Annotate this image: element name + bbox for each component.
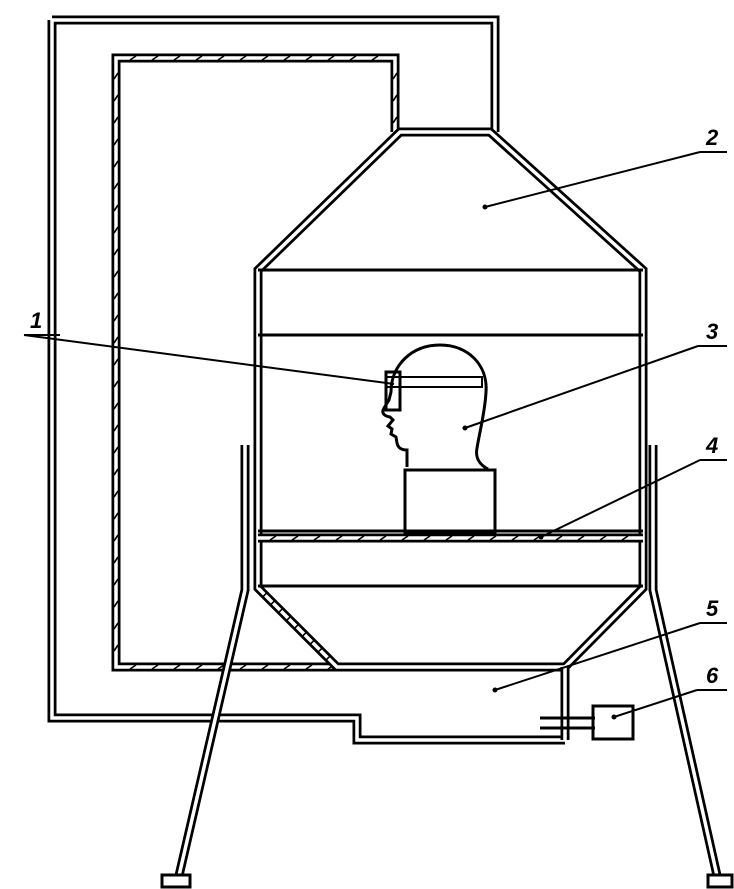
hatch-stroke — [261, 591, 268, 598]
hatch-stroke — [113, 292, 119, 300]
head-form — [381, 343, 497, 534]
support-legs — [160, 445, 734, 889]
hatch-stroke — [113, 446, 119, 454]
hatch-stroke — [277, 607, 284, 614]
hatch-stroke — [317, 647, 324, 654]
label-4: 4 — [705, 433, 718, 458]
hatch-stroke — [113, 160, 119, 168]
hatch-stroke — [599, 535, 607, 541]
hatch-stroke — [113, 468, 119, 476]
hatch-stroke — [113, 94, 119, 102]
hatch-stroke — [489, 535, 497, 541]
hatch-stroke — [113, 622, 119, 630]
hatch-stroke — [371, 55, 379, 61]
hatch-stroke — [305, 664, 313, 670]
hatch-stroke — [151, 664, 159, 670]
hatch-stroke — [195, 55, 203, 61]
hatch-stroke — [467, 535, 475, 541]
hatch-stroke — [113, 204, 119, 212]
label-1: 1 — [30, 308, 42, 333]
hatch-stroke — [269, 599, 276, 606]
head-pedestal — [403, 468, 497, 534]
grid-plate — [258, 533, 643, 543]
label-6: 6 — [706, 663, 719, 688]
hatch-stroke — [113, 556, 119, 564]
hatch-stroke — [113, 534, 119, 542]
hatch-stroke — [113, 226, 119, 234]
hatch-stroke — [621, 535, 629, 541]
leader-lines — [23, 151, 727, 720]
hatch-stroke — [293, 623, 300, 630]
chamber-partitions — [258, 268, 643, 588]
hatch-stroke — [113, 644, 119, 652]
hatch-stroke — [327, 55, 335, 61]
label-3: 3 — [706, 319, 718, 344]
hatch-stroke — [261, 664, 269, 670]
hatch-stroke — [379, 535, 387, 541]
hatch-stroke — [113, 336, 119, 344]
label-5: 5 — [706, 596, 719, 621]
hatch-stroke — [392, 72, 398, 80]
hatch-stroke — [173, 55, 181, 61]
hatch-stroke — [217, 55, 225, 61]
label-2: 2 — [705, 125, 719, 150]
hatch-stroke — [113, 380, 119, 388]
hatch-stroke — [324, 654, 332, 662]
hatch-stroke — [113, 512, 119, 520]
hatch-stroke — [555, 535, 563, 541]
hatch-stroke — [113, 116, 119, 124]
outer-duct — [47, 15, 565, 745]
hatch-stroke — [151, 55, 159, 61]
hatch-stroke — [577, 535, 585, 541]
hatch-stroke — [305, 55, 313, 61]
hatch-stroke — [261, 55, 269, 61]
hatch-stroke — [113, 402, 119, 410]
hatch-stroke — [113, 248, 119, 256]
hatch-stroke — [291, 535, 299, 541]
hatch-stroke — [349, 55, 357, 61]
hatch-stroke — [239, 664, 247, 670]
hatch-stroke — [113, 424, 119, 432]
hatch-stroke — [401, 535, 409, 541]
fan-box — [591, 704, 635, 741]
hatch-stroke — [113, 314, 119, 322]
hatch-stroke — [283, 664, 291, 670]
hatch-stroke — [113, 600, 119, 608]
hatch-stroke — [195, 664, 203, 670]
hatch-stroke — [357, 535, 365, 541]
hatch-stroke — [445, 535, 453, 541]
outlet-pipe — [540, 667, 595, 740]
hatch-stroke — [129, 55, 137, 61]
hatch-stroke — [113, 490, 119, 498]
hatch-stroke — [335, 535, 343, 541]
hatch-stroke — [113, 182, 119, 190]
hatch-stroke — [392, 94, 398, 102]
hatch-stroke — [113, 72, 119, 80]
hatch-stroke — [423, 535, 431, 541]
funnel-hatching — [261, 591, 332, 662]
hatch-stroke — [129, 664, 137, 670]
head-silhouette — [381, 343, 489, 471]
hatch-stroke — [301, 631, 308, 638]
hatch-stroke — [392, 116, 398, 124]
hatch-stroke — [313, 535, 321, 541]
hatch-stroke — [239, 55, 247, 61]
hatch-stroke — [173, 664, 181, 670]
hatch-stroke — [113, 138, 119, 146]
right-foot — [706, 873, 734, 889]
hatch-stroke — [269, 535, 277, 541]
hatch-stroke — [285, 615, 292, 622]
hatch-stroke — [113, 358, 119, 366]
hatch-stroke — [113, 578, 119, 586]
hatch-stroke — [283, 55, 291, 61]
hatch-stroke — [309, 639, 316, 646]
hatch-stroke — [113, 270, 119, 278]
left-foot — [160, 873, 192, 889]
hatch-stroke — [511, 535, 519, 541]
